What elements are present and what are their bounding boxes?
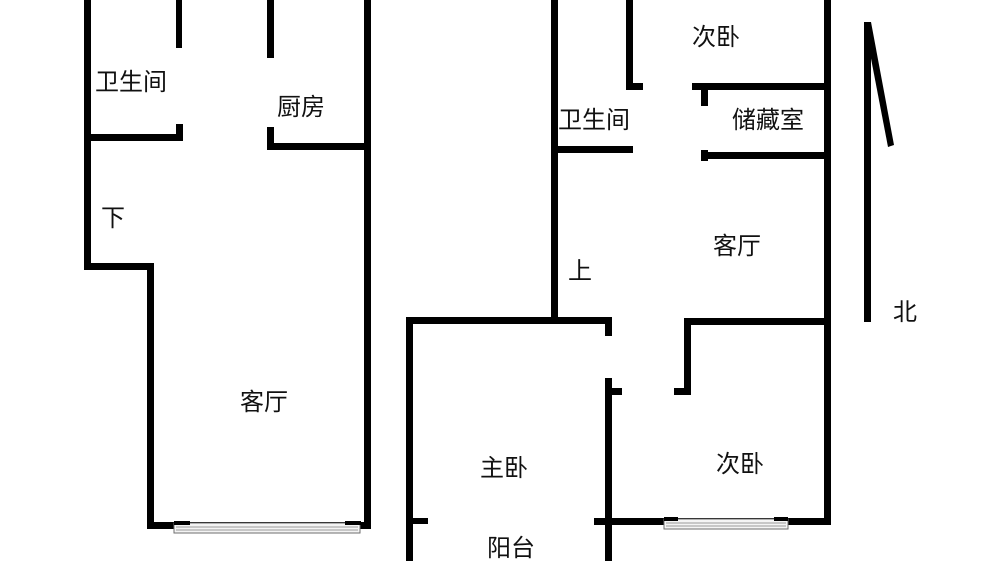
wall	[674, 388, 691, 395]
wall	[605, 388, 622, 395]
wall	[551, 146, 633, 153]
wall	[605, 317, 612, 336]
stairs-up-label: 上	[568, 257, 592, 285]
wall	[605, 378, 612, 561]
room-label-storage-room: 储藏室	[732, 106, 804, 134]
wall	[551, 317, 612, 324]
wall	[176, 0, 182, 48]
wall	[406, 317, 556, 324]
wall	[684, 318, 831, 325]
wall	[84, 0, 91, 267]
wall	[684, 318, 691, 395]
wall	[267, 143, 367, 150]
room-label-master-bedroom: 主卧	[480, 454, 528, 482]
wall	[824, 0, 831, 524]
wall	[701, 152, 831, 159]
room-label-second-bedroom-south: 次卧	[716, 450, 764, 478]
wall	[406, 317, 413, 561]
wall	[84, 263, 152, 270]
wall	[364, 0, 371, 529]
wall	[626, 0, 633, 89]
wall	[701, 90, 708, 106]
room-label-second-bedroom-north: 次卧	[692, 23, 740, 51]
wall	[147, 263, 154, 529]
room-label-bathroom: 卫生间	[558, 106, 630, 134]
wall	[692, 83, 831, 90]
room-label-balcony: 阳台	[487, 534, 535, 561]
wall	[626, 83, 643, 90]
window	[173, 521, 361, 534]
wall	[408, 518, 428, 524]
compass-north-label: 北	[893, 298, 917, 326]
wall	[267, 127, 274, 150]
right-floor-walls	[406, 0, 831, 561]
wall	[267, 0, 274, 58]
wall	[84, 134, 182, 141]
room-label-living-room: 客厅	[240, 388, 288, 416]
north-arrow-icon	[864, 22, 894, 322]
room-label-living-room: 客厅	[713, 232, 761, 260]
stairs-down-label: 下	[101, 204, 125, 232]
room-label-kitchen: 厨房	[277, 93, 325, 121]
window	[663, 517, 789, 530]
wall	[551, 0, 558, 324]
room-label-bathroom: 卫生间	[95, 68, 167, 96]
wall	[176, 124, 183, 141]
